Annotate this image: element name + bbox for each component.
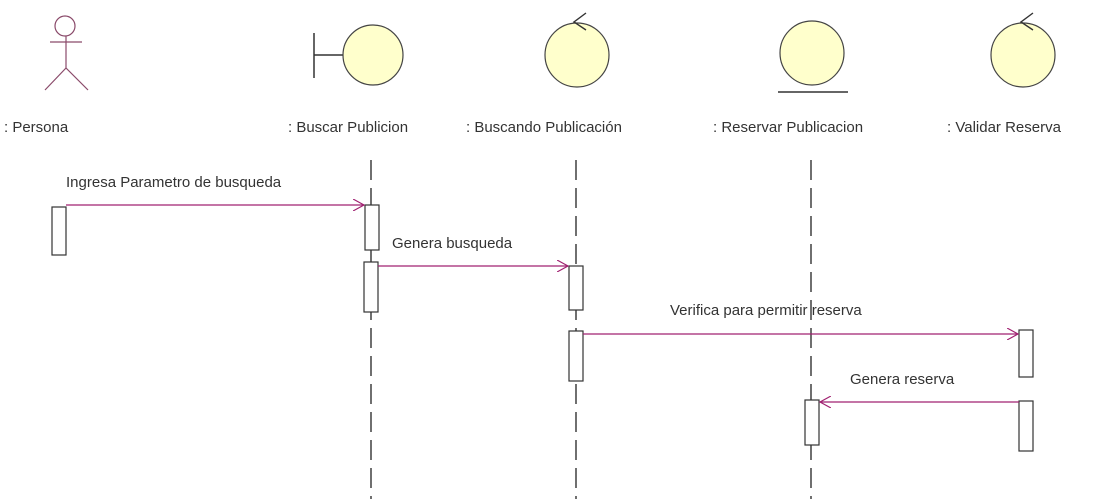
- activation-buscar-2: [363, 261, 379, 313]
- message-label-2: Genera busqueda: [392, 235, 513, 252]
- activation-reservar: [804, 399, 820, 446]
- lifeline-label-validar: : Validar Reserva: [947, 119, 1062, 136]
- boundary-buscar-icon: [313, 24, 404, 86]
- control-validar-icon: [990, 12, 1056, 88]
- activation-validar-2: [1018, 400, 1034, 452]
- lifeline-label-buscar: : Buscar Publicion: [288, 119, 408, 136]
- activation-persona: [51, 206, 67, 256]
- actor-persona-icon: [44, 15, 89, 91]
- activation-buscando-2: [568, 330, 584, 382]
- message-label-3: Verifica para permitir reserva: [670, 302, 862, 319]
- activation-validar-1: [1018, 329, 1034, 378]
- activation-buscando-1: [568, 265, 584, 311]
- activation-buscar-1: [364, 204, 380, 251]
- lifeline-label-buscando: : Buscando Publicación: [466, 119, 622, 136]
- message-label-1: Ingresa Parametro de busqueda: [66, 174, 282, 191]
- entity-reservar-icon: [778, 20, 848, 93]
- lifeline-label-persona: : Persona: [4, 119, 69, 136]
- control-buscando-icon: [544, 12, 610, 88]
- lifeline-label-reservar: : Reservar Publicacion: [713, 119, 863, 136]
- message-label-4: Genera reserva: [850, 371, 955, 388]
